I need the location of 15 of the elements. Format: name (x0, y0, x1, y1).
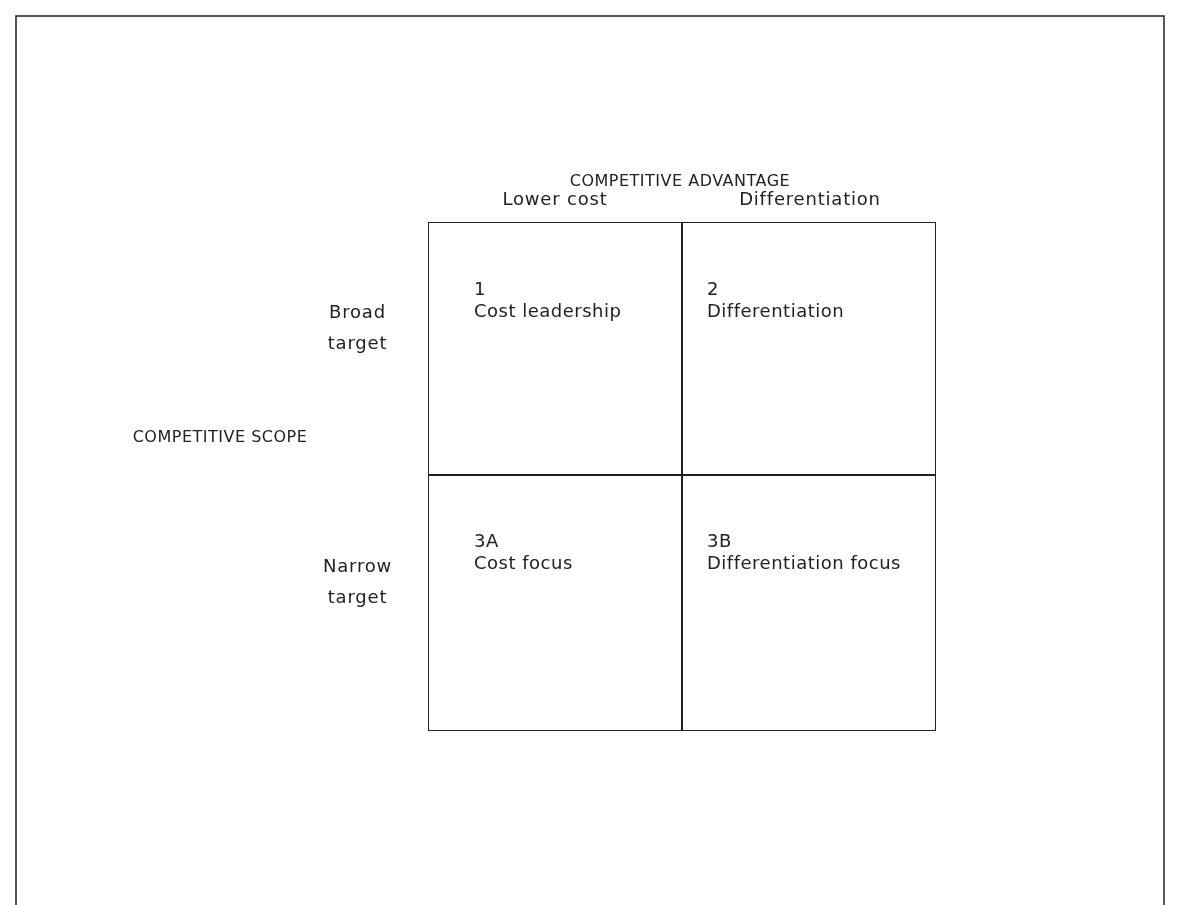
row-header: Broad target (326, 300, 389, 355)
cell-number: 3B (707, 530, 733, 552)
strategy-name: Differentiation focus (707, 552, 902, 574)
matrix-cell (428, 474, 683, 731)
strategy-name: Differentiation (707, 300, 846, 322)
matrix-cell (681, 474, 936, 731)
matrix-cell (428, 222, 683, 476)
cell-number: 3A (474, 530, 500, 552)
cell-number: 1 (474, 278, 487, 300)
strategy-name: Cost leadership (474, 300, 623, 322)
matrix-cell (681, 222, 936, 476)
strategy-name: Cost focus (474, 552, 574, 574)
axis-title: COMPETITIVE SCOPE (131, 426, 309, 448)
row-header: Narrow target (321, 554, 394, 609)
cell-number: 2 (707, 278, 720, 300)
